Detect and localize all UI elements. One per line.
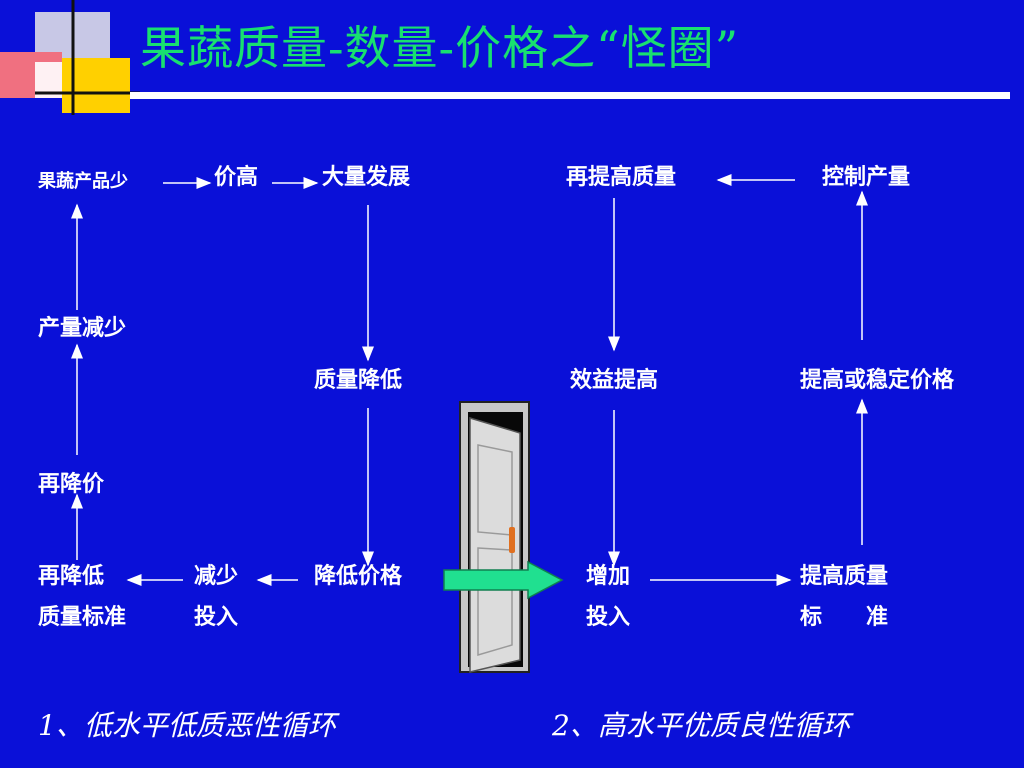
node-quality-drop: 质量降低 — [314, 368, 403, 393]
caption-loop-1: 1、低水平低质恶性循环 — [38, 709, 336, 742]
node-control-output: 控制产量 — [822, 165, 911, 190]
page-title: 果蔬质量-数量-价格之“怪圈” — [140, 21, 740, 75]
node-output-down: 产量减少 — [38, 316, 127, 341]
node-raise-std-1: 提高质量 — [800, 564, 889, 589]
node-lower-std-1: 再降低 — [38, 564, 105, 589]
node-raise-std-2: 标 准 — [800, 605, 889, 630]
node-few-products: 果蔬产品少 — [38, 171, 128, 192]
node-high-price: 价高 — [214, 165, 259, 190]
node-less-input-2: 投入 — [194, 605, 239, 630]
node-less-input-1: 减少 — [194, 564, 239, 589]
node-improve-quality: 再提高质量 — [566, 165, 677, 190]
node-price-cut-again: 再降价 — [38, 472, 105, 497]
decor-squares — [0, 0, 140, 115]
node-benefit-up: 效益提高 — [570, 368, 659, 393]
node-raise-price: 提高或稳定价格 — [800, 368, 955, 393]
node-mass-develop: 大量发展 — [322, 165, 411, 190]
node-lower-std-2: 质量标准 — [38, 605, 127, 630]
title-underline — [130, 92, 1010, 99]
node-price-drop: 降低价格 — [314, 564, 403, 589]
node-more-input-2: 投入 — [586, 605, 631, 630]
node-more-input-1: 增加 — [586, 564, 631, 589]
caption-loop-2: 2、高水平优质良性循环 — [552, 709, 850, 742]
